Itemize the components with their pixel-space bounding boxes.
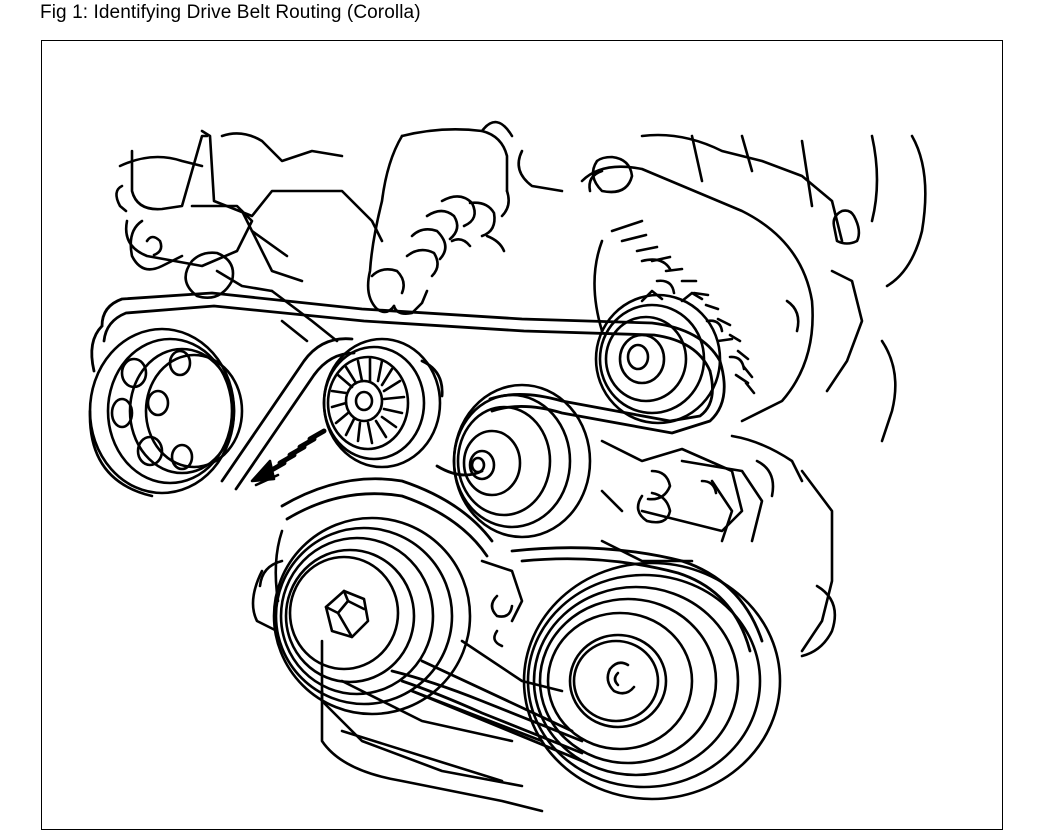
power-steering-pulley [88,327,244,498]
figure-caption: Fig 1: Identifying Drive Belt Routing (C… [40,2,421,23]
lower-bracket [600,434,804,533]
crankshaft-pulley [272,516,472,716]
direction-arrow [250,428,327,487]
drive-belt-diagram [88,120,927,813]
figure-frame [41,40,1003,830]
hand-illustration [366,120,514,315]
tensioner-pulley [322,337,442,469]
alternator-pulley [594,293,722,425]
upper-bracket [124,204,339,343]
oil-pan [320,689,544,813]
ac-compressor-pulley [522,561,782,801]
idler-pulley [452,383,592,539]
alternator [580,165,814,423]
